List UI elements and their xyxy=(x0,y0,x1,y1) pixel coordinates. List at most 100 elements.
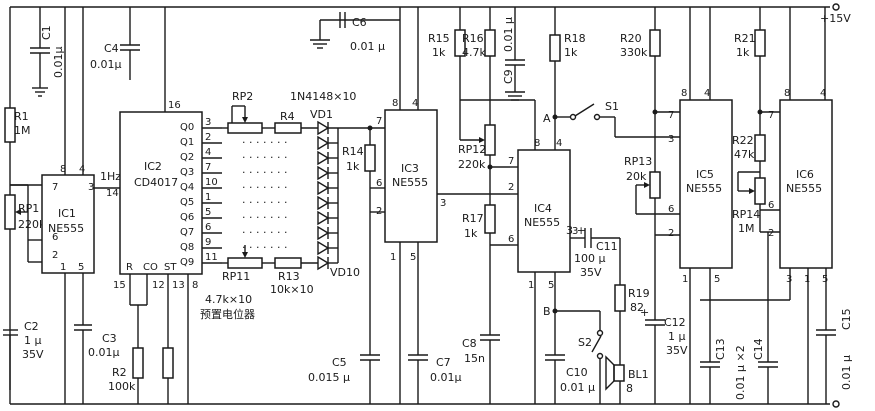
ic1-pin6: 6 xyxy=(52,232,58,243)
rp14-value: 1M xyxy=(738,222,755,235)
ic5-box xyxy=(679,99,733,269)
node-b-label: B xyxy=(543,305,551,318)
ground-terminal xyxy=(832,400,840,408)
r15-value: 1k xyxy=(432,46,446,59)
rp12-potentiometer xyxy=(484,124,496,156)
r21-label: R21 xyxy=(734,32,756,45)
ic2-pin1: 1 xyxy=(205,192,211,203)
r19-label: R19 xyxy=(628,287,650,300)
s2-label: S2 xyxy=(578,336,592,349)
r17-label: R17 xyxy=(462,212,484,225)
r19-value: 82 xyxy=(630,301,644,314)
supply-label: +15V xyxy=(820,12,851,25)
ic6-pin5: 5 xyxy=(822,274,828,285)
c9-value: 0.01 μ xyxy=(502,17,515,52)
freq-label: 1Hz xyxy=(100,170,121,183)
ic2-q4: Q4 xyxy=(180,182,194,193)
s2-switch xyxy=(591,335,602,353)
ic2-q1: Q1 xyxy=(180,137,194,148)
c1-label: C1 xyxy=(40,25,53,40)
rp12-label: RP12 xyxy=(458,143,486,156)
ic4-pin6: 6 xyxy=(508,234,514,245)
r22-resistor xyxy=(754,134,766,162)
ic4-pin8: 8 xyxy=(534,138,540,149)
ic3-pin7: 7 xyxy=(376,116,382,127)
ic6-pin2: 2 xyxy=(768,228,774,239)
rp13-potentiometer xyxy=(649,171,661,199)
ic1-box xyxy=(41,174,95,274)
bl1-cone xyxy=(605,355,615,391)
r1-label: R1 xyxy=(14,110,29,123)
c15-value: 0.01 μ xyxy=(840,355,853,390)
ic4-pin2: 2 xyxy=(508,182,514,193)
ic2-pin7: 7 xyxy=(205,162,211,173)
r17-value: 1k xyxy=(464,227,478,240)
s2-contact xyxy=(596,329,604,337)
c2-label: C2 xyxy=(24,320,39,333)
bl1-value: 8 xyxy=(626,382,633,395)
ic6-type: NE555 xyxy=(786,182,822,195)
s1-contact xyxy=(593,113,601,121)
ic2-pin9: 9 xyxy=(205,237,211,248)
ic4-pin3: 3 xyxy=(572,226,578,237)
ic6-pin6: 6 xyxy=(768,200,774,211)
rp14-potentiometer xyxy=(754,177,766,205)
c10-value: 0.01 μ xyxy=(560,381,595,394)
rp2-potentiometer xyxy=(227,122,263,134)
r17-resistor xyxy=(484,204,496,234)
ic2-st: ST xyxy=(164,262,177,273)
ic2-q9: Q9 xyxy=(180,257,194,268)
ic2-q7: Q7 xyxy=(180,227,194,238)
ic2-q3: Q3 xyxy=(180,167,194,178)
c5-label: C5 xyxy=(332,356,347,369)
ic5-pin1: 1 xyxy=(682,274,688,285)
ic6-pin7: 7 xyxy=(768,110,774,121)
rp1-arrow xyxy=(15,209,21,215)
ic2-pin11: 11 xyxy=(205,252,218,263)
c13-label: C13 xyxy=(714,338,727,360)
ic2-pin8: 8 xyxy=(192,280,198,291)
ic5-pin3: 3 xyxy=(668,134,674,145)
ic5-pin6: 6 xyxy=(668,204,674,215)
c14-label: C14 xyxy=(752,338,765,360)
r14-value: 1k xyxy=(346,160,360,173)
ic2-name: IC2 xyxy=(144,160,162,173)
ic1-pin1: 1 xyxy=(60,262,66,273)
ic3-pin3: 3 xyxy=(440,198,446,209)
c4-label: C4 xyxy=(104,42,119,55)
rp1-label: RP1 xyxy=(18,202,39,215)
r1-value: 1M xyxy=(14,124,31,137)
rp2-label: RP2 xyxy=(232,90,253,103)
ic2-q8: Q8 xyxy=(180,242,194,253)
svg-text:· · · · · · ·: · · · · · · · xyxy=(242,241,287,254)
rp2-arrow xyxy=(242,117,248,123)
r15-label: R15 xyxy=(428,32,450,45)
ic2-q2: Q2 xyxy=(180,152,194,163)
ic1-pin7: 7 xyxy=(52,182,58,193)
ic6-pin4: 4 xyxy=(820,88,826,99)
ic6-pin8: 8 xyxy=(784,88,790,99)
svg-text:· · · · · · ·: · · · · · · · xyxy=(242,196,287,209)
ic2-pin15: 15 xyxy=(113,280,126,291)
ic4-pin5: 5 xyxy=(548,280,554,291)
ic6-pin3: 3 xyxy=(786,274,792,285)
c3-label: C3 xyxy=(102,332,117,345)
r20-label: R20 xyxy=(620,32,642,45)
ic1-pin2: 2 xyxy=(52,250,58,261)
ic4-pin4: 4 xyxy=(556,138,562,149)
ic3-pin1: 1 xyxy=(390,252,396,263)
bl1-label: BL1 xyxy=(628,368,649,381)
ic1-pin3: 3 xyxy=(88,182,94,193)
vd10-label: VD10 xyxy=(330,266,360,279)
c1-value: 0.01μ xyxy=(52,47,65,79)
ic2-pin10: 10 xyxy=(205,177,218,188)
st-resistor xyxy=(162,347,174,379)
c9-label: C9 xyxy=(502,69,515,84)
ic2-q6: Q6 xyxy=(180,212,194,223)
ic2-box xyxy=(119,111,203,275)
r16-label: R16 xyxy=(462,32,484,45)
r22-value: 47k xyxy=(734,148,755,161)
ic5-pin5: 5 xyxy=(714,274,720,285)
ic2-q0: Q0 xyxy=(180,122,194,133)
